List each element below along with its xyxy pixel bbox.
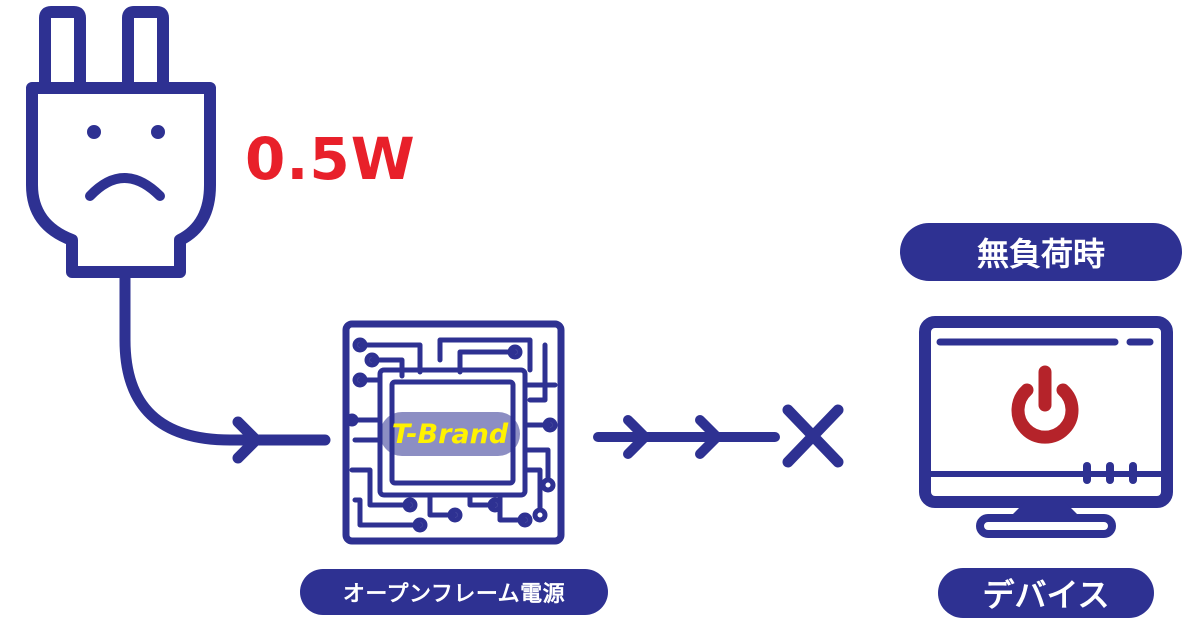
device-label: デバイス <box>938 568 1154 618</box>
monitor-icon <box>919 316 1173 538</box>
standby-power-value: 0.5W <box>245 125 416 193</box>
cross-icon <box>782 404 844 468</box>
blocked-connection <box>593 404 844 468</box>
brand-label: T-Brand <box>380 412 520 456</box>
arrow-right-icon <box>695 415 722 459</box>
power-icon <box>1011 365 1079 444</box>
circuit-board-icon <box>342 320 565 545</box>
sad-plug-icon <box>26 6 331 464</box>
arrow-right-icon <box>623 415 650 459</box>
no-load-badge: 無負荷時 <box>900 223 1182 281</box>
power-supply-label: オープンフレーム電源 <box>300 569 608 615</box>
